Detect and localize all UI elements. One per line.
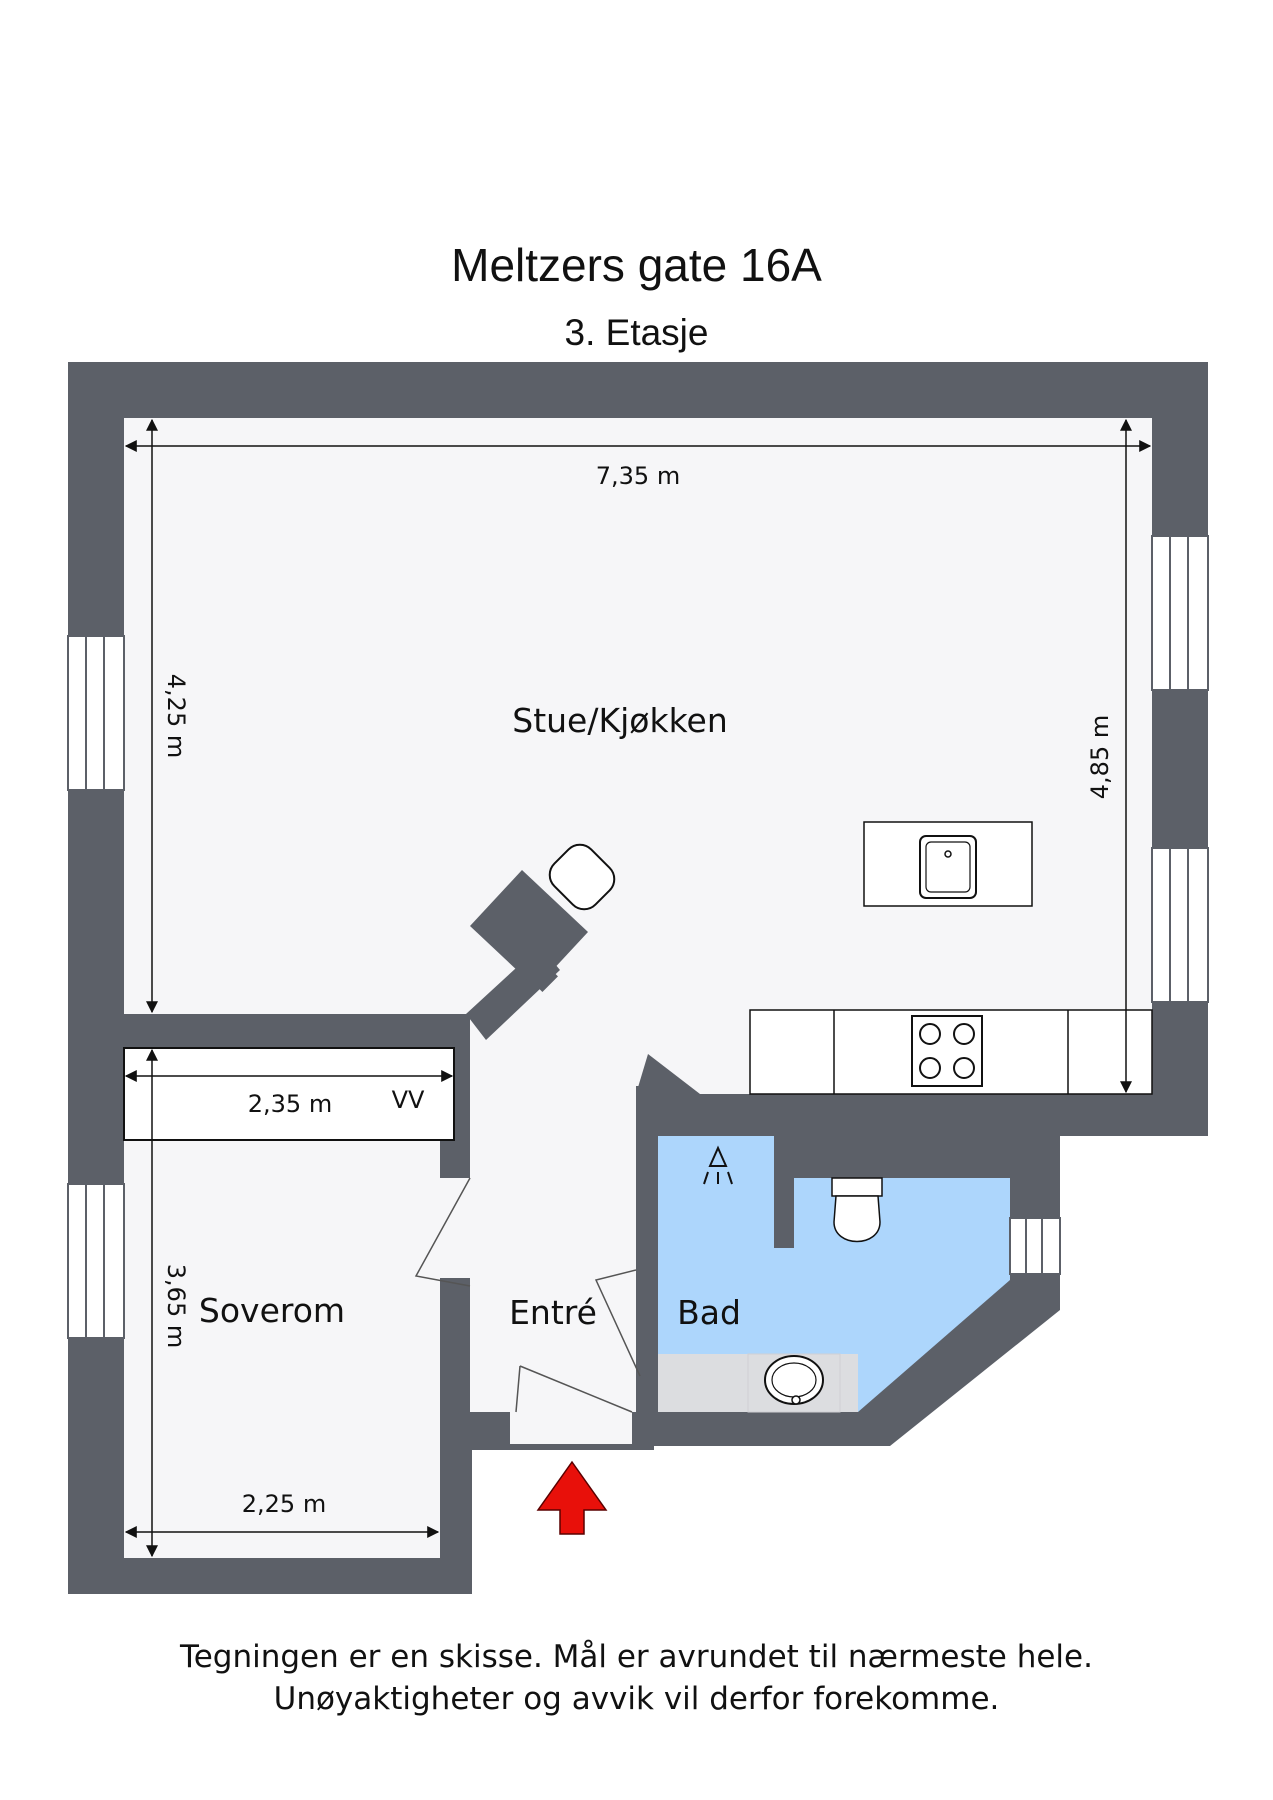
window-right-upper — [1151, 535, 1209, 691]
dim-label-wardrobe-width: 2,35 m — [248, 1090, 332, 1118]
page-title: Meltzers gate 16A — [451, 239, 822, 291]
floor-bathroom — [658, 1136, 1010, 1412]
doors — [414, 1177, 641, 1413]
floor-living-kitchen — [124, 418, 1152, 1094]
entry-arrow-icon — [536, 1460, 608, 1535]
window-bathroom — [1009, 1217, 1061, 1275]
wardrobe — [123, 1047, 455, 1141]
hob-icon — [911, 1015, 983, 1087]
disclaimer-line-2: Unøyaktigheter og avvik vil derfor forek… — [273, 1681, 1000, 1717]
window-left-lower — [67, 1183, 125, 1339]
wall-wardrobe-right — [454, 1048, 470, 1178]
toilet-icon — [831, 1177, 883, 1243]
disclaimer: Tegningen er en skisse. Mål er avrundet … — [0, 1636, 1273, 1720]
dim-label-living-left-height: 4,25 m — [162, 674, 190, 758]
shower-icon — [703, 1145, 733, 1185]
fireplace-icon — [470, 843, 616, 992]
windows — [67, 535, 1209, 1339]
kitchen-counter — [749, 1009, 1153, 1095]
room-label-wardrobe: VV — [392, 1086, 425, 1114]
floor-entrance-door-gap — [510, 1410, 632, 1444]
room-label-living-kitchen: Stue/Kjøkken — [512, 701, 727, 740]
floor-entrance — [470, 1050, 636, 1412]
dim-label-living-width: 7,35 m — [596, 462, 680, 490]
floor-bedroom-door-zone — [440, 1178, 470, 1278]
bathroom-sink-icon — [764, 1355, 824, 1405]
window-left-upper — [67, 635, 125, 791]
door-entrance-swing — [515, 1365, 633, 1413]
dim-label-bedroom-width: 2,25 m — [242, 1490, 326, 1518]
dim-label-bedroom-height: 3,65 m — [162, 1264, 190, 1348]
wall-bath-corner — [636, 1054, 700, 1094]
floor-subtitle: 3. Etasje — [564, 312, 709, 353]
floors — [124, 418, 1152, 1558]
room-label-bedroom: Soverom — [199, 1291, 345, 1330]
floor-bedroom — [124, 1140, 440, 1558]
kitchen-island — [863, 821, 1033, 907]
room-label-entrance: Entré — [509, 1293, 597, 1332]
wall-bedroom-right — [440, 1278, 470, 1594]
disclaimer-line-1: Tegningen er en skisse. Mål er avrundet … — [180, 1639, 1093, 1675]
room-label-bathroom: Bad — [677, 1293, 741, 1332]
door-bedroom-swing — [414, 1177, 471, 1287]
wall-living-bedroom — [124, 1014, 470, 1048]
wall-bath-entry — [636, 1086, 658, 1274]
door-bathroom-swing — [594, 1269, 641, 1377]
window-right-lower — [1151, 847, 1209, 1003]
wall-bath-bottom — [636, 1380, 658, 1446]
kitchen-sink-icon — [919, 835, 977, 899]
dimension-lines — [124, 418, 1152, 1558]
dim-label-living-right-height: 4,85 m — [1086, 715, 1114, 799]
